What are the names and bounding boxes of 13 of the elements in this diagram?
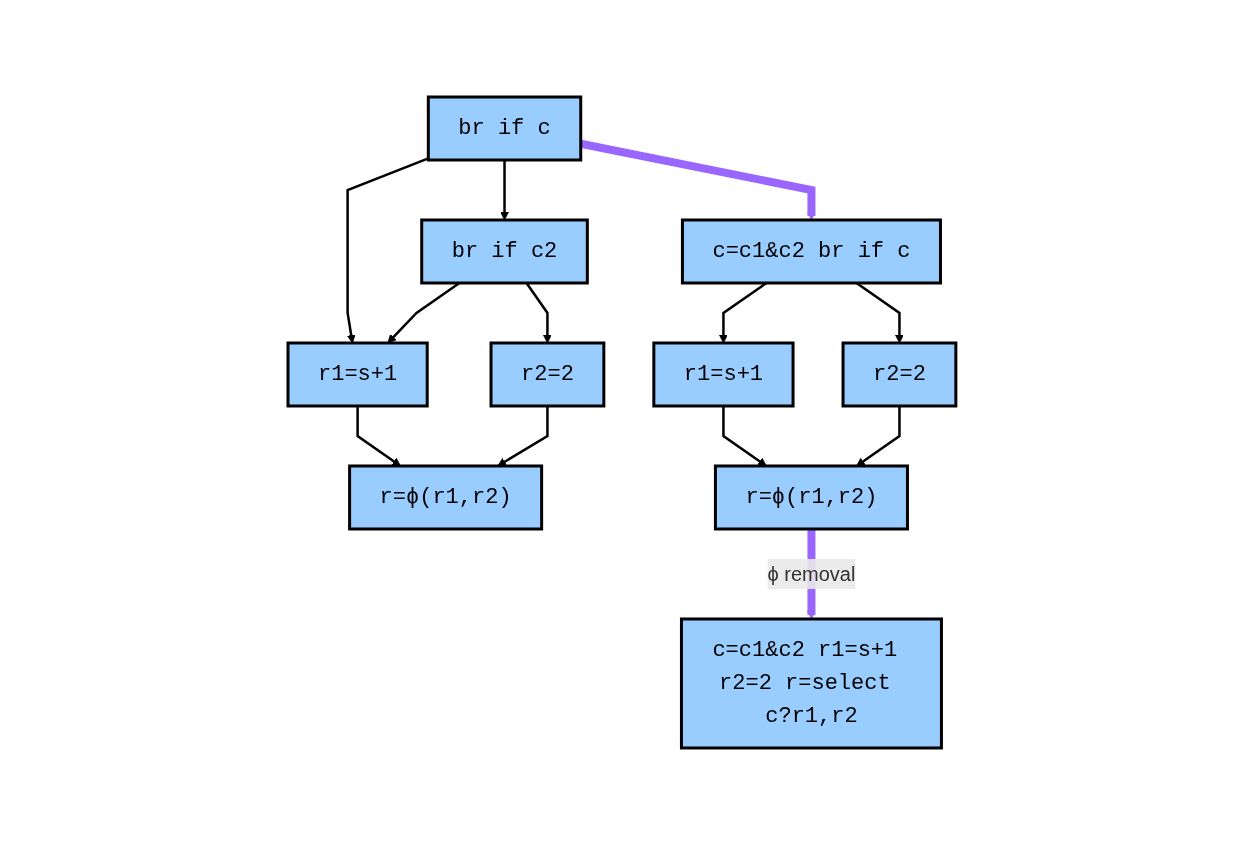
node-box: br if c2 — [419, 218, 589, 285]
arrow — [579, 139, 816, 221]
node-box: r1=s+1 — [286, 341, 429, 408]
node-box: r=ϕ(r1,r2) — [347, 464, 543, 531]
node-box: r1=s+1 — [651, 341, 795, 408]
node-box: c=c1&c2 br if c — [680, 218, 942, 285]
node-box: br if c — [426, 95, 582, 162]
node-box: r2=2 — [489, 341, 605, 408]
arrow — [499, 160, 509, 221]
node-box: c=c1&c2 r1=s+1 r2=2 r=select c?r1,r2 — [679, 617, 943, 750]
edge-label: ϕ removal — [767, 562, 855, 585]
node-box: r=ϕ(r1,r2) — [713, 464, 909, 531]
node-box: r2=2 — [841, 341, 957, 408]
